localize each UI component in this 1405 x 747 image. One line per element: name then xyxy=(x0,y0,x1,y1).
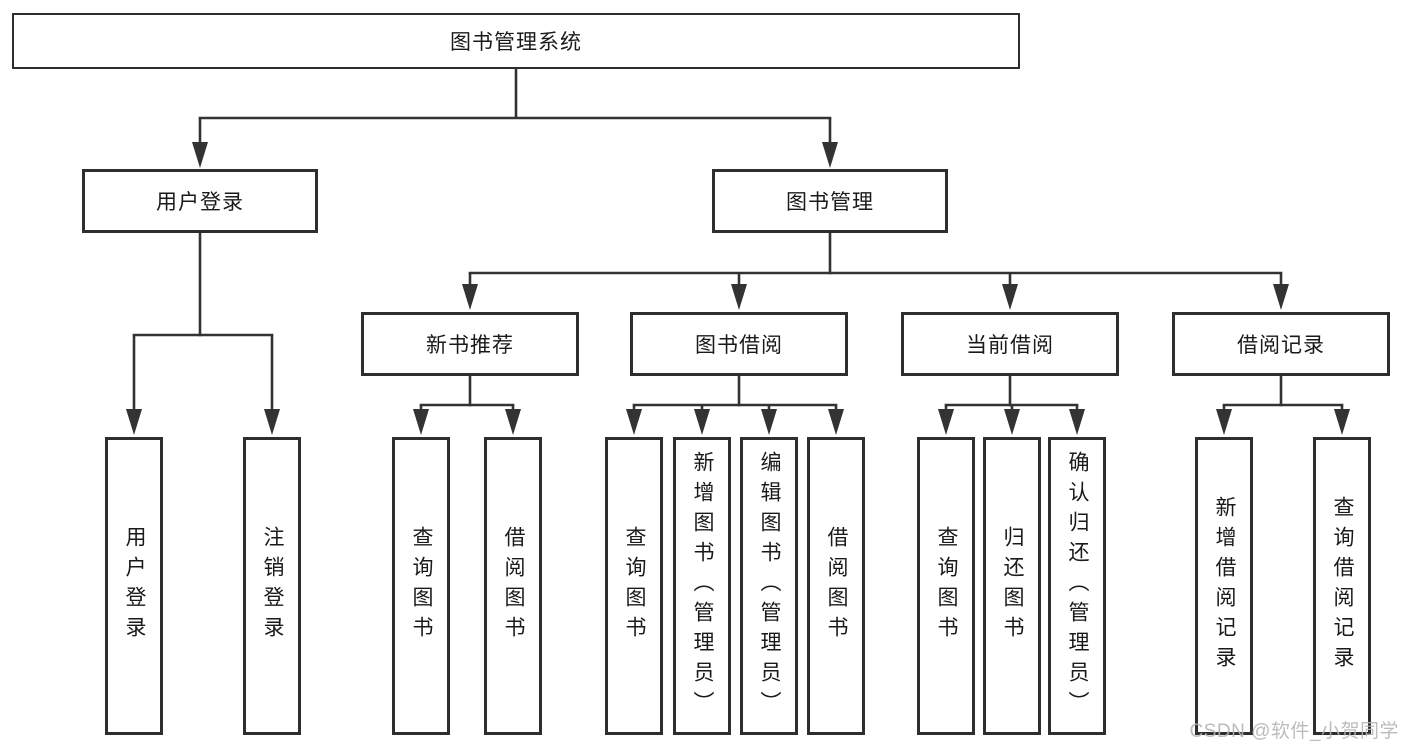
leaf-user-login: 用户登录 xyxy=(105,437,163,735)
node-user-login: 用户登录 xyxy=(82,169,318,233)
leaf-bb-borrow-books: 借阅图书 xyxy=(807,437,865,735)
leaf-nbr-borrow-books: 借阅图书 xyxy=(484,437,542,735)
leaf-cb-confirm-return-admin: 确认归还（管理员） xyxy=(1048,437,1106,735)
leaf-label: 用户登录 xyxy=(123,526,147,646)
node-book-borrowing: 图书借阅 xyxy=(630,312,848,376)
leaf-cb-query-books: 查询图书 xyxy=(917,437,975,735)
leaf-cb-return-books: 归还图书 xyxy=(983,437,1041,735)
leaf-br-query-record: 查询借阅记录 xyxy=(1313,437,1371,735)
leaf-label: 借阅图书 xyxy=(825,526,849,646)
node-current-borrowing: 当前借阅 xyxy=(901,312,1119,376)
csdn-watermark: CSDN @软件_小贺同学 xyxy=(1189,721,1399,742)
leaf-label: 查询图书 xyxy=(935,526,959,646)
leaf-label: 查询图书 xyxy=(623,526,647,646)
node-book-management: 图书管理 xyxy=(712,169,948,233)
leaf-label: 新增图书（管理员） xyxy=(691,451,715,721)
leaf-label: 注销登录 xyxy=(261,526,285,646)
leaf-bb-add-books-admin: 新增图书（管理员） xyxy=(673,437,731,735)
leaf-nbr-query-books: 查询图书 xyxy=(392,437,450,735)
leaf-label: 确认归还（管理员） xyxy=(1066,451,1090,721)
leaf-bb-query-books: 查询图书 xyxy=(605,437,663,735)
leaf-label: 归还图书 xyxy=(1001,526,1025,646)
leaf-label: 查询借阅记录 xyxy=(1331,496,1355,676)
arrowheads xyxy=(126,142,1350,435)
leaf-br-add-record: 新增借阅记录 xyxy=(1195,437,1253,735)
node-root-system: 图书管理系统 xyxy=(12,13,1020,69)
leaf-label: 查询图书 xyxy=(410,526,434,646)
leaf-label: 编辑图书（管理员） xyxy=(758,451,782,721)
leaf-label: 新增借阅记录 xyxy=(1213,496,1237,676)
leaf-label: 借阅图书 xyxy=(502,526,526,646)
leaf-logout: 注销登录 xyxy=(243,437,301,735)
node-new-book-recommendation: 新书推荐 xyxy=(361,312,579,376)
node-borrowing-records: 借阅记录 xyxy=(1172,312,1390,376)
leaf-bb-edit-books-admin: 编辑图书（管理员） xyxy=(740,437,798,735)
